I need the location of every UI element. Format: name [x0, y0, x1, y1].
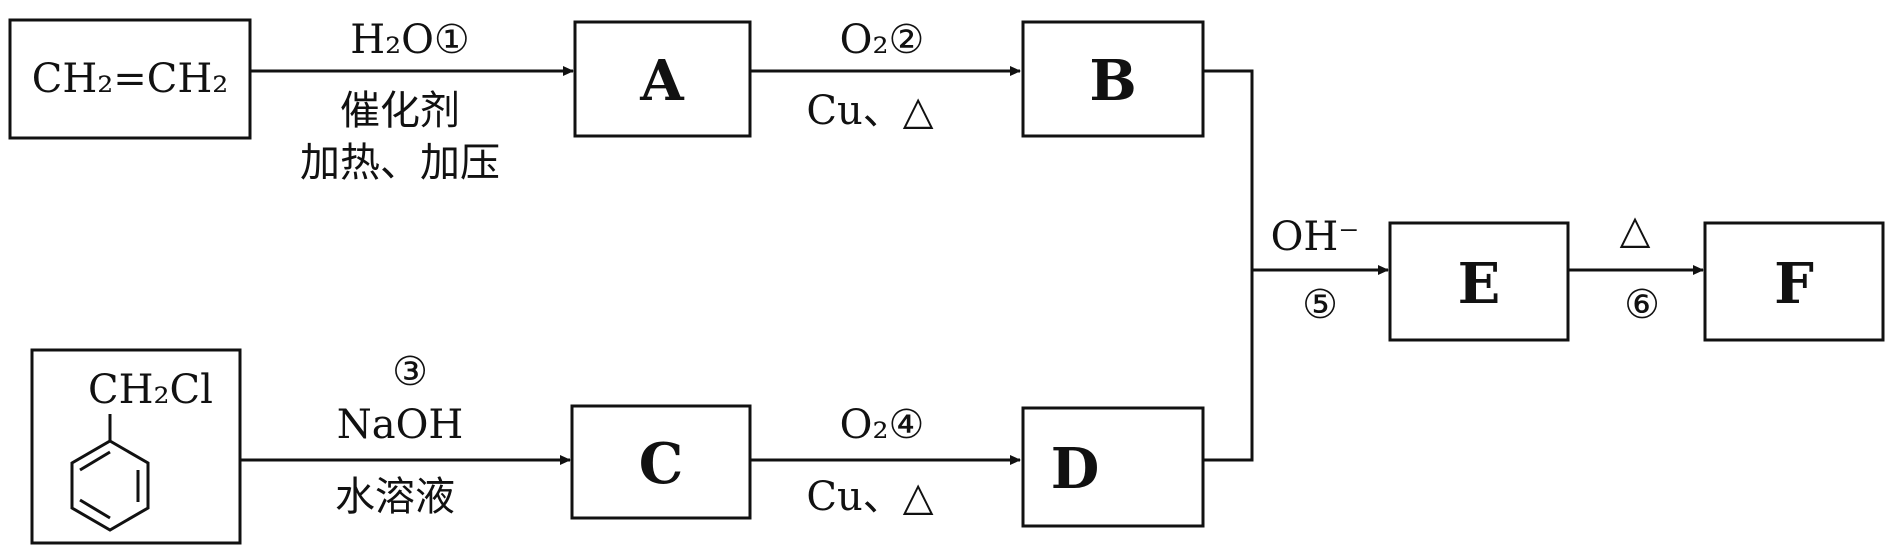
reaction-5-number: ⑤: [1302, 282, 1338, 328]
reaction-1-reagent: H₂O①: [350, 17, 470, 63]
node-F: F: [1703, 221, 1885, 342]
node-B-label: B: [1089, 48, 1136, 114]
reaction-1-condition-2: 加热、加压: [300, 140, 500, 186]
reaction-4-condition: Cu、△: [806, 474, 933, 520]
benzyl-chloride-substituent: CH₂Cl: [88, 367, 213, 413]
node-A-label: A: [639, 48, 685, 114]
benzene-ring: [70, 414, 150, 532]
reaction-1: H₂O① 催化剂 加热、加压: [250, 17, 574, 186]
node-A: A: [573, 20, 752, 138]
node-E-label: E: [1458, 251, 1501, 317]
node-D-label: D: [1051, 436, 1100, 502]
node-ethylene: CH₂=CH₂: [8, 18, 252, 140]
reaction-4-reagent: O₂④: [840, 402, 925, 448]
node-C: C: [570, 404, 752, 520]
reaction-3-number: ③: [392, 349, 428, 395]
node-B: B: [1021, 20, 1205, 138]
node-E: E: [1388, 221, 1570, 342]
reaction-2: O₂② Cu、△: [750, 17, 1021, 134]
reaction-2-reagent: O₂②: [840, 17, 925, 63]
reaction-6: △ ⑥: [1568, 207, 1704, 328]
connector: OH⁻ ⑤: [1203, 69, 1389, 462]
node-benzyl-chloride: CH₂Cl: [30, 348, 242, 545]
reaction-1-condition-1: 催化剂: [340, 88, 460, 134]
reaction-6-condition: △: [1620, 207, 1651, 253]
node-D: D: [1021, 406, 1205, 528]
node-F-label: F: [1774, 251, 1814, 317]
reaction-3-condition: 水溶液: [335, 474, 455, 520]
connector-bracket: [1203, 69, 1254, 462]
reaction-3-reagent: NaOH: [337, 402, 464, 448]
reaction-3: ③ NaOH 水溶液: [240, 349, 571, 520]
node-C-label: C: [639, 431, 684, 497]
reaction-6-number: ⑥: [1624, 282, 1660, 328]
reaction-4: O₂④ Cu、△: [750, 402, 1021, 520]
ethylene-formula: CH₂=CH₂: [32, 56, 229, 102]
reaction-2-condition: Cu、△: [806, 88, 933, 134]
reaction-5-reagent: OH⁻: [1271, 214, 1360, 260]
